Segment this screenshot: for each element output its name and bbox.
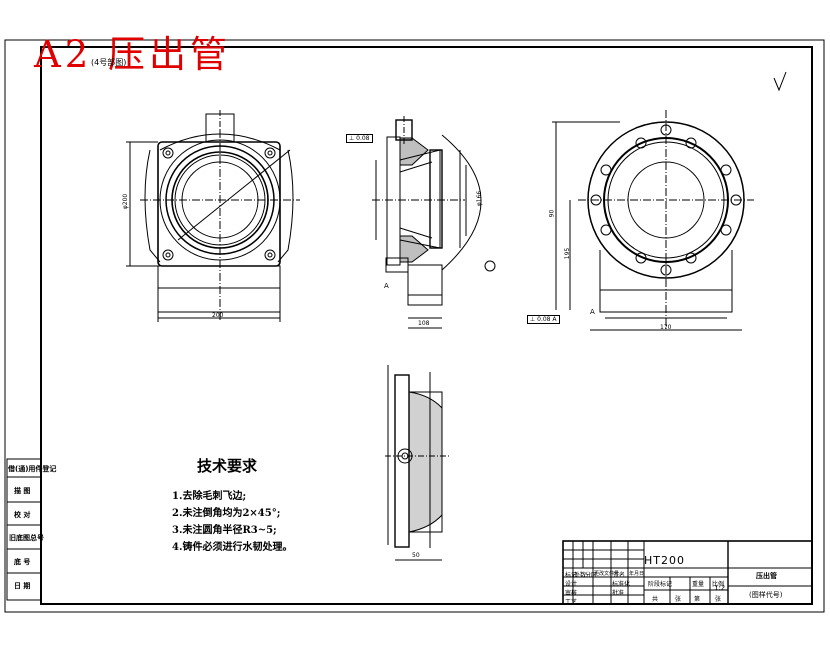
tech-requirement-item: 2.未注倒角均为2×45°; [172, 508, 281, 519]
title-block-label: 第 [694, 596, 701, 603]
front-view [126, 110, 300, 322]
tolerance-frame: ⊥ 0.08 [346, 134, 373, 143]
drawing-frame [40, 46, 813, 605]
title-block-label: 签名 [613, 572, 626, 579]
tech-requirement-item: 4.铸件必须进行水韧处理。 [172, 542, 293, 553]
scale-value: 1:2 [714, 584, 726, 592]
overlay-title: A2 压出管 [34, 33, 232, 76]
title-block-label: 设计 [565, 581, 578, 588]
title-block-label: 张 [715, 596, 722, 603]
bottom-view [385, 365, 450, 561]
outer-border [4, 39, 825, 613]
dimension-label: φ166 [476, 190, 484, 207]
part-name: 压出管 [756, 572, 777, 580]
side-stamp-label: 借(通)用件登记 [8, 465, 57, 473]
title-block-grid [562, 540, 813, 605]
tech-requirements-list: 1.去除毛刺飞边; 2.未注倒角均为2×45°; 3.未注圆角半径R3~5; 4… [172, 487, 292, 555]
dimension-label: 50 [412, 552, 420, 559]
drawing-code: (图样代号) [749, 591, 783, 599]
side-view [552, 110, 754, 331]
side-stamp-table [6, 458, 42, 601]
title-block-label: 比例 [712, 581, 725, 588]
dimension-label: 200 [212, 312, 224, 319]
material-label: HT200 [644, 554, 685, 567]
title-block-label: 标准化 [612, 581, 631, 588]
tech-requirement-item: 3.未注圆角半径R3~5; [172, 525, 277, 536]
side-stamp-label: 日 期 [14, 582, 31, 590]
title-block-label: 处数 [574, 572, 587, 579]
tech-requirements-title: 技术要求 [197, 457, 258, 475]
datum-label: A [590, 308, 595, 316]
dimension-label: 90 [548, 209, 556, 218]
title-block-label: 工艺 [565, 599, 578, 606]
roughness-symbol [773, 71, 787, 92]
side-stamp-label: 校 对 [14, 511, 31, 519]
side-stamp-label: 旧底图总号 [9, 534, 44, 542]
side-stamp-label: 描 图 [14, 487, 31, 495]
tech-requirement-item: 1.去除毛刺飞边; [172, 491, 247, 502]
title-block-label: 更改文件号 [594, 571, 620, 577]
title-block-label: 重量 [692, 581, 705, 588]
top-left-code: (4号部图) [91, 58, 127, 67]
dimension-label: 170 [660, 324, 672, 331]
title-block-label: 年月日 [629, 571, 645, 577]
title-block-label: 张 [675, 596, 682, 603]
title-block-label: 审核 [565, 590, 578, 597]
datum-label: A [384, 282, 389, 290]
title-block-label: 阶段标记 [648, 581, 673, 588]
side-stamp-label: 底 号 [14, 558, 31, 566]
dimension-label: 108 [418, 320, 430, 327]
title-block-label: 标记 [565, 572, 578, 579]
dimension-label: 195 [564, 247, 572, 260]
title-block-label: 分区 [585, 572, 598, 579]
dimension-label: φ200 [122, 193, 130, 210]
section-view [372, 116, 496, 329]
title-block-label: 批准 [612, 590, 625, 597]
tolerance-frame: ⊥ 0.08 A [527, 315, 560, 324]
title-block-label: 共 [652, 596, 659, 603]
